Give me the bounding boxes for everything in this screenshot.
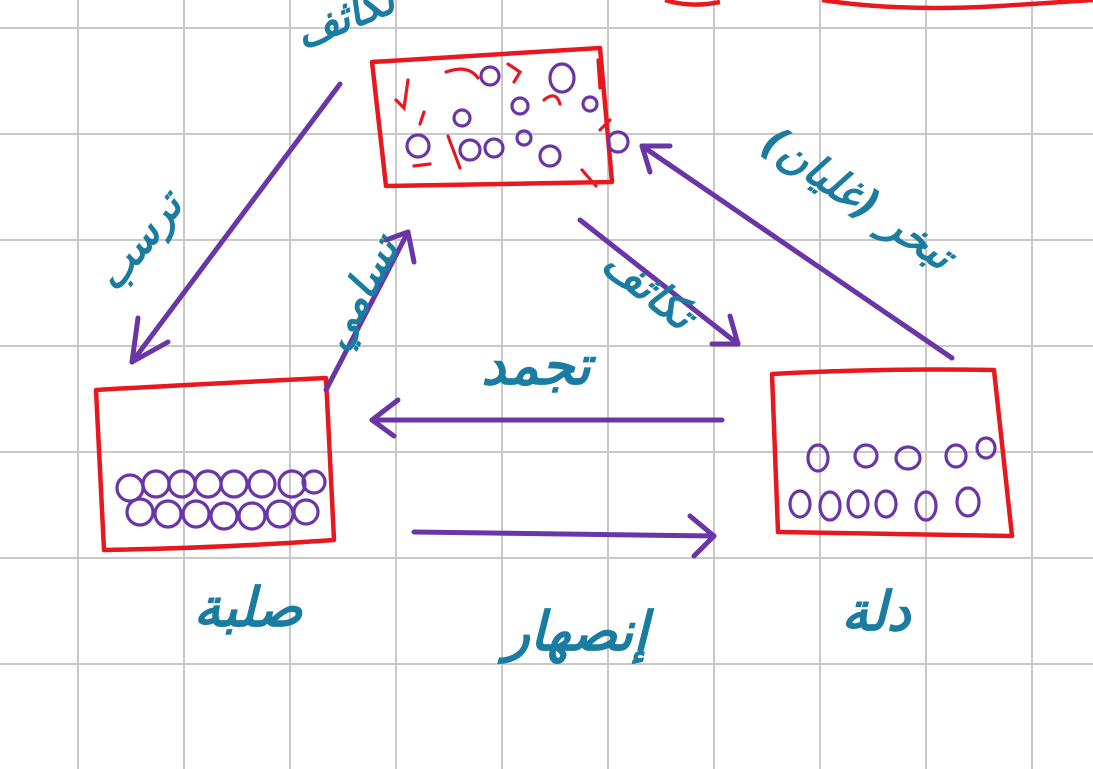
arrow-liquid-to-solid [369,397,725,439]
label-top-fragment: تكاثف [288,0,407,59]
label-evaporation: تبخر (غليان) [753,116,968,283]
label-melting: إنصهار [497,600,655,665]
arrow-gas-to-solid [129,81,343,365]
solid-state [93,375,337,553]
gas-particles [405,62,630,168]
gas-box [369,45,615,189]
solid-box [93,375,337,553]
liquid-particles [788,436,997,522]
liquid-box [769,367,1015,539]
arrow-gas-to-liquid [577,217,741,347]
partial-red-stroke [664,0,721,7]
label-liquid: دلة [841,580,912,643]
gas-state [369,45,630,189]
arrow-solid-to-gas [323,229,417,393]
label-solid: صلبة [194,576,304,639]
arrow-solid-to-liquid [411,513,717,559]
partial-red-stroke [821,0,1093,11]
liquid-state [769,367,1015,539]
label-condensation: تكاثف [593,238,708,343]
arrow-liquid-to-gas [639,143,955,361]
solid-particles [115,469,327,531]
gas-red-motion-marks [394,58,612,188]
label-freezing: تجمد [481,334,596,397]
